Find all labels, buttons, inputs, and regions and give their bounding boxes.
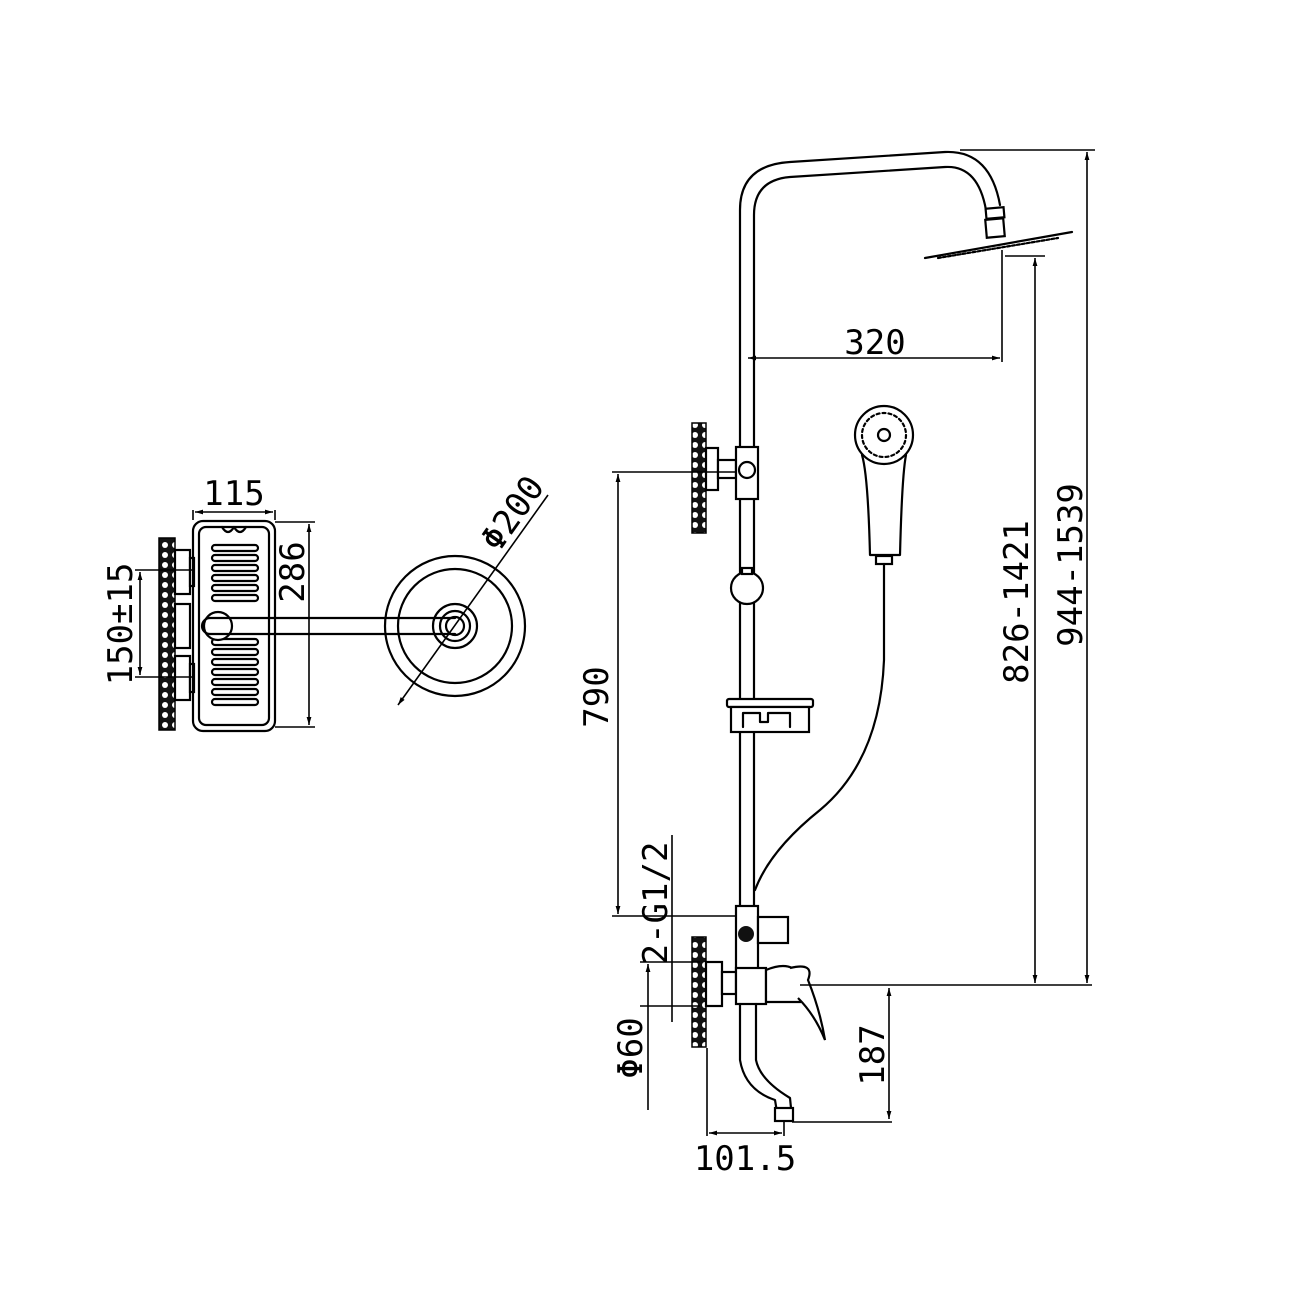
tray-slot — [210, 667, 260, 677]
slider-knob — [729, 570, 765, 606]
dim-head-height: 826-1421 — [997, 520, 1037, 684]
dim-head-diameter: Φ200 — [473, 469, 553, 559]
dim-bracket-to-valve: 790 — [577, 666, 617, 727]
dim-tray-width: 115 — [203, 474, 264, 514]
dim-head-projection: 320 — [844, 323, 905, 363]
tray-slot — [210, 583, 260, 593]
soap-tray — [191, 519, 277, 733]
tray-slot — [210, 647, 260, 657]
soap-dish-side — [725, 697, 815, 734]
dim-total-height: 944-1539 — [1051, 483, 1091, 647]
dim-spout-height: 187 — [853, 1024, 893, 1085]
top-view: 115 286 150±15 Φ200 — [101, 469, 553, 733]
dim-tray-depth: 286 — [273, 541, 313, 602]
tray-slot — [210, 677, 260, 687]
tray-slot — [210, 553, 260, 563]
upper-wall-bracket — [691, 422, 760, 534]
hand-shower — [753, 404, 915, 892]
side-dimensions: 320 790 2-G1/2 Φ60 187 101.5 — [577, 149, 1095, 1179]
tray-slot — [210, 637, 260, 647]
shower-arm-top — [200, 610, 457, 642]
tray-slot — [210, 563, 260, 573]
tray-slot — [210, 697, 260, 707]
dim-bracket-spacing: 150±15 — [101, 563, 141, 686]
tray-slot — [210, 573, 260, 583]
dim-inlet-thread: 2-G1/2 — [636, 842, 676, 965]
tray-slot — [210, 657, 260, 667]
dim-escutcheon: Φ60 — [611, 1017, 651, 1078]
dim-spout-projection: 101.5 — [694, 1139, 796, 1179]
mixer-valve — [691, 904, 827, 1123]
wall-section — [158, 537, 176, 731]
tray-slot — [210, 687, 260, 697]
tray-slot — [210, 593, 260, 603]
tray-slot — [210, 543, 260, 553]
riser-and-arm — [738, 150, 1074, 912]
side-elevation: 320 790 2-G1/2 Φ60 187 101.5 — [577, 149, 1095, 1179]
shower-head-top — [383, 554, 527, 698]
